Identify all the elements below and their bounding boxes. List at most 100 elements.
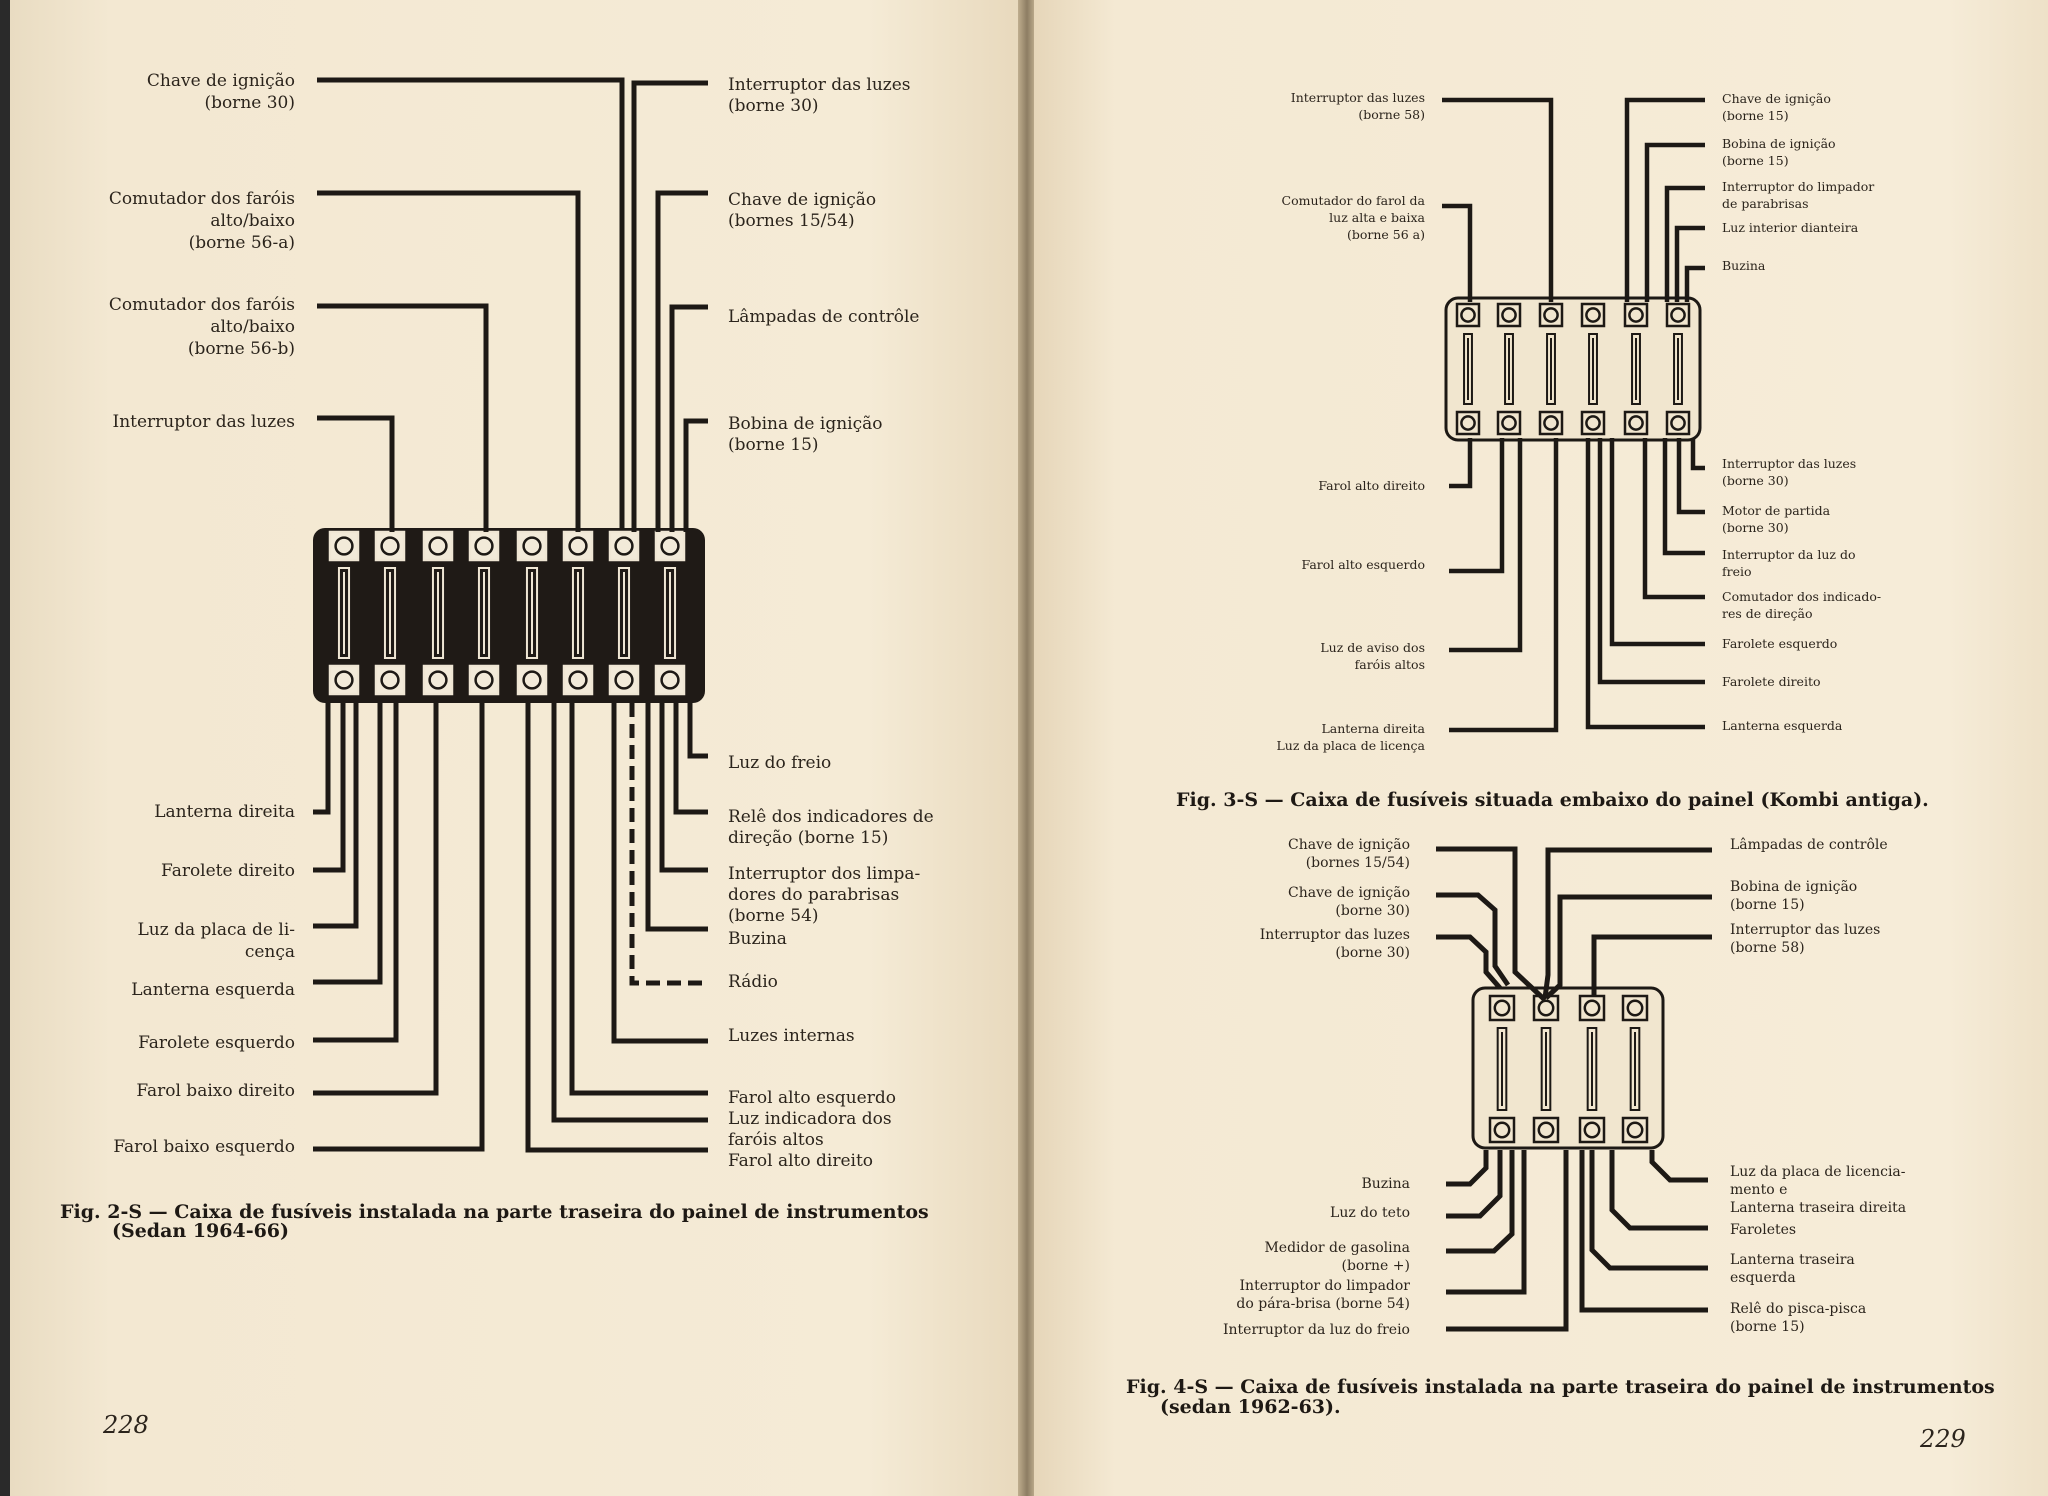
- fig2-caption-line1: Fig. 2-S — Caixa de fusíveis instalada n…: [60, 1201, 929, 1223]
- fig3-labels-right: Chave de ignição(borne 15)Bobina de igni…: [1722, 91, 1881, 733]
- fig2-wire-lampadas: [669, 304, 708, 532]
- fig2-wire-lanterna-esq: [313, 703, 383, 985]
- fig2-wire-lanterna-dir: [313, 703, 331, 815]
- fuse: [468, 530, 500, 696]
- fig2-wire-luz-indicadora: [551, 703, 708, 1123]
- fuse: [608, 530, 640, 696]
- fig2-wire-farol-alto-dir: [525, 703, 708, 1153]
- wire-label: Luz de aviso dos: [1320, 640, 1425, 655]
- wire-label: (borne 30): [1722, 520, 1789, 535]
- fig3-wire-interruptor-58: [1442, 97, 1554, 302]
- wire-label: (borne 58): [1358, 107, 1425, 122]
- fig3-wire-comutador-indicadores: [1642, 438, 1705, 600]
- fig2-wire-farolete-esq: [313, 703, 399, 1043]
- fig4-wire-bobina: [1544, 894, 1712, 1000]
- fig3-wire-interruptor-30: [1690, 438, 1705, 471]
- fuse: [374, 530, 406, 696]
- fig4-wire-medidor: [1446, 1150, 1515, 1254]
- fig3-wire-luz-interior: [1674, 225, 1705, 302]
- fig4-caption-line1: Fig. 4-S — Caixa de fusíveis instalada n…: [1126, 1376, 1995, 1398]
- fig3-wire-farolete-dir: [1597, 438, 1705, 685]
- wire-label: (borne 30): [1335, 903, 1410, 919]
- wire-label: Chave de ignição: [728, 190, 876, 210]
- wire-label: Comutador do farol da: [1282, 193, 1426, 208]
- wire-label: (borne 15): [1722, 153, 1789, 168]
- wire-label: Buzina: [728, 929, 787, 949]
- wire-label: (borne 15): [1722, 108, 1789, 123]
- wire-label: (borne +): [1342, 1258, 1411, 1274]
- wire-label: Comutador dos faróis: [109, 295, 295, 315]
- fuse: [1665, 302, 1691, 436]
- fig3-fuse-box: [1444, 296, 1702, 442]
- wire-label: (borne 56-b): [188, 339, 295, 359]
- fig4-wire-freio: [1446, 1150, 1569, 1332]
- wire-label: alto/baixo: [210, 317, 295, 337]
- wire-label: Luz da placa de licença: [1277, 738, 1426, 753]
- fig2-wire-limpadores: [659, 703, 708, 873]
- fuse: [1532, 994, 1560, 1144]
- wire-label: Motor de partida: [1722, 503, 1831, 518]
- wire-label: Bobina de ignição: [1730, 879, 1857, 895]
- fig2-wire-luz-freio: [687, 703, 708, 759]
- wire-label: Farol baixo direito: [136, 1081, 295, 1101]
- fuse: [1538, 302, 1564, 436]
- fig4-wire-rele: [1579, 1150, 1708, 1313]
- fig3-wire-chave-15: [1624, 97, 1705, 302]
- wire-label: (borne 30): [1335, 945, 1410, 961]
- fuse: [328, 530, 360, 696]
- fig-3s-diagram: [1442, 97, 1705, 733]
- wire-label: (borne 54): [728, 906, 819, 926]
- fuse: [1578, 994, 1606, 1144]
- wire-label: Interruptor das luzes: [1291, 90, 1425, 105]
- wire-label: Farolete direito: [161, 861, 295, 881]
- left-page: [10, 0, 1020, 1496]
- fig4-wire-buzina: [1446, 1150, 1489, 1187]
- wire-label: (borne 56-a): [189, 233, 295, 253]
- wire-label: Luz indicadora dos: [728, 1109, 892, 1129]
- fig4-fuse-box: [1471, 986, 1665, 1150]
- fig2-labels-right: Interruptor das luzes(borne 30)Chave de …: [728, 75, 934, 1171]
- wire-label: Relê do pisca-pisca: [1730, 1301, 1866, 1317]
- book-gutter: [1018, 0, 1036, 1496]
- fig2-wire-comutador-56a: [317, 190, 581, 532]
- wire-label: Medidor de gasolina: [1264, 1240, 1410, 1256]
- fig3-wire-comutador: [1442, 203, 1473, 302]
- wire-label: de parabrisas: [1722, 196, 1809, 211]
- wire-label: Buzina: [1722, 258, 1766, 273]
- fig2-wire-comutador-56b: [317, 303, 489, 532]
- wire-label: Farol alto esquerdo: [728, 1088, 896, 1108]
- fig2-wire-bobina: [683, 418, 708, 532]
- fig4-wire-lanterna-esq: [1589, 1150, 1708, 1271]
- fig2-wire-farol-alto-esq: [569, 703, 708, 1096]
- wire-label: Interruptor das luzes: [112, 412, 295, 432]
- fig2-wire-luz-placa: [313, 703, 359, 929]
- wire-label: Farolete direito: [1722, 674, 1821, 689]
- fig2-wire-radio: [629, 703, 706, 986]
- wire-label: Interruptor das luzes: [728, 75, 911, 95]
- wire-label: Interruptor das luzes: [1730, 922, 1880, 938]
- wire-label: Comutador dos indicado-: [1722, 589, 1881, 604]
- wire-label: Chave de ignição: [147, 71, 295, 91]
- fig4-wire-chave-15-54: [1436, 846, 1547, 1002]
- fig2-fuse-box: [313, 528, 705, 703]
- fig3-wire-limpador: [1664, 185, 1705, 302]
- wire-label: Farol alto esquerdo: [1302, 557, 1426, 572]
- wire-label: Lanterna direita: [1321, 721, 1425, 736]
- page-number-right: 229: [1919, 1425, 1966, 1453]
- fig4-wire-luz-teto: [1446, 1150, 1503, 1219]
- wire-label: (bornes 15/54): [1306, 855, 1410, 871]
- fig2-wire-farolete-dir: [313, 703, 346, 873]
- fig2-wire-interruptor-luzes: [317, 415, 395, 532]
- wire-label: Luzes internas: [728, 1026, 855, 1046]
- fig4-wire-lampadas: [1542, 847, 1712, 999]
- fig2-wire-farol-baixo-dir: [313, 703, 439, 1096]
- fig4-wire-interruptor-30: [1436, 934, 1502, 990]
- wire-label: Luz interior dianteira: [1722, 220, 1859, 235]
- fuse: [1488, 994, 1516, 1144]
- wire-label: Luz do teto: [1330, 1205, 1410, 1221]
- wire-label: Interruptor do limpador: [1240, 1278, 1411, 1294]
- fig4-wire-placa: [1649, 1150, 1708, 1183]
- wire-label: Chave de ignição: [1288, 885, 1410, 901]
